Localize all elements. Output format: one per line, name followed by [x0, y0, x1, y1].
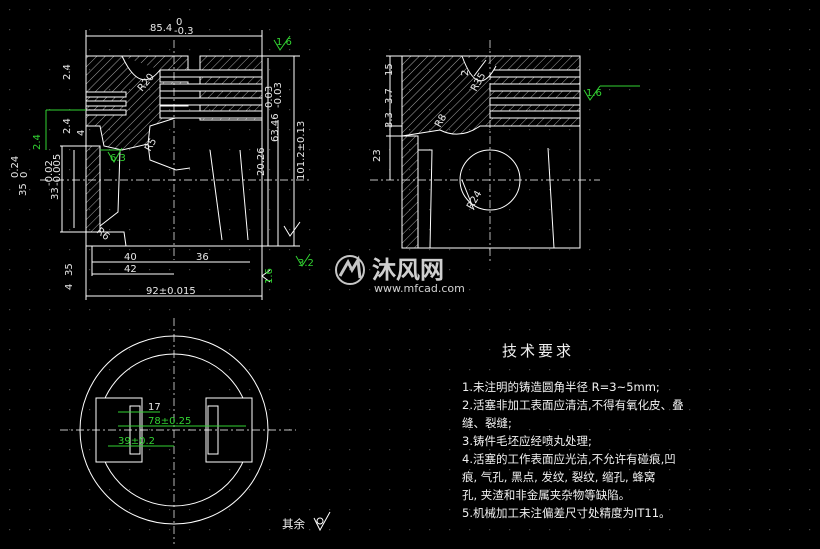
pin-boss-hatched — [85, 145, 101, 233]
dim-left-35-tol-upper: 0.24 — [10, 156, 21, 178]
front-view — [40, 30, 310, 300]
dim-bottom-35: 35 — [64, 263, 75, 276]
dim-pin-20: 20.26 — [256, 147, 267, 176]
dim-height-63: 63.46 — [270, 113, 281, 142]
dim-bottom-42: 42 — [124, 264, 137, 275]
dim-left-35: 35 — [18, 183, 29, 196]
note-line-6: 痕, 气孔, 黑点, 发纹, 裂纹, 缩孔, 蜂窝 — [462, 470, 655, 484]
rough-6-3: 6.3 — [110, 153, 126, 164]
label-rest-roughness: 其余 — [282, 517, 305, 531]
dim-left-33-tol-upper: -0.02 — [44, 160, 55, 186]
rough-1-6: 1.6 — [276, 37, 292, 48]
dim-side-3-7: 3.7 — [384, 88, 395, 104]
dim-left-35-tol-lower: 0 — [19, 172, 30, 178]
dim-height-101: 101.2±0.13 — [296, 121, 307, 180]
dim-side-15: 15 — [384, 63, 395, 76]
ring-grooves-left — [85, 91, 127, 116]
side-view — [370, 40, 600, 262]
roughness-symbols-front — [107, 35, 311, 283]
dim-top-width-tol-lower: -0.3 — [174, 26, 194, 37]
note-line-4: 3.铸件毛坯应经喷丸处理; — [462, 434, 592, 448]
dim-side-3-3: 3.3 — [384, 112, 395, 128]
watermark-brand: 沐风网 — [372, 256, 444, 284]
dim-ring-top: 2.4 — [62, 64, 73, 80]
note-line-7: 孔, 夹渣和非金属夹杂物等缺陷。 — [462, 488, 630, 502]
dim-top-width: 85.4 — [150, 23, 172, 34]
dim-bottom-78: 78±0.25 — [148, 416, 191, 427]
dim-ring-2b: 2.4 — [32, 134, 43, 150]
dim-ring-3: 4 — [76, 130, 87, 136]
dim-height-63-tol-lower: -0.03 — [273, 82, 284, 108]
dim-bottom-36: 36 — [196, 252, 209, 263]
note-line-2: 2.活塞非加工表面应清洁,不得有氧化皮、叠 — [462, 398, 684, 412]
note-line-3: 缝、裂缝; — [462, 416, 512, 430]
bottom-view-green-dims — [108, 411, 246, 447]
watermark: 沐风网 www.mfcad.com — [335, 255, 465, 295]
dim-bottom-4: 4 — [64, 284, 75, 290]
dim-height-63-tol-upper: 0.03 — [264, 86, 275, 108]
ring-grooves-right — [159, 69, 263, 119]
rest-roughness-symbol — [313, 511, 331, 532]
dim-bottom-17: 17 — [148, 402, 161, 413]
dim-overall-92: 92±0.015 — [146, 286, 196, 297]
note-line-5: 4.活塞的工作表面应光洁,不允许有碰痕,凹 — [462, 452, 676, 466]
dim-left-33: 33 — [50, 187, 61, 200]
front-view-green-marks — [45, 109, 120, 151]
dim-side-2: 2 — [460, 70, 471, 76]
rough-3-2: 3.2 — [298, 258, 314, 269]
rough-side-1-6: 1.6 — [586, 88, 602, 99]
dim-bottom-40: 40 — [124, 252, 137, 263]
watermark-url: www.mfcad.com — [374, 282, 465, 295]
dim-bottom-39: 39±0.2 — [118, 436, 155, 447]
technical-requirements: 技术要求 1.未注明的铸造圆角半径 R=3~5mm; 2.活塞非加工表面应清洁,… — [462, 342, 684, 520]
front-view-dimensions: 85.4 0 -0.3 2.4 2.4 2.4 4 R20 R5 R6 35 0… — [10, 17, 307, 297]
note-line-8: 5.机械加工未注偏差尺寸处精度为IT11。 — [462, 506, 671, 520]
notes-title: 技术要求 — [502, 342, 574, 360]
note-line-1: 1.未注明的铸造圆角半径 R=3~5mm; — [462, 380, 660, 394]
roughness-symbol-side — [583, 85, 640, 101]
rough-1-6b: 1.6 — [264, 268, 275, 284]
combustion-bowl — [121, 55, 161, 81]
watermark-logo-icon — [335, 255, 365, 285]
dim-side-23: 23 — [372, 149, 383, 162]
dim-left-33-tol-lower: -0.005 — [52, 154, 63, 186]
dim-top-width-tol-upper: 0 — [176, 17, 182, 28]
dim-ring-2: 2.4 — [62, 118, 73, 134]
bottom-view — [60, 318, 296, 544]
side-view-left-hatched — [401, 135, 419, 249]
